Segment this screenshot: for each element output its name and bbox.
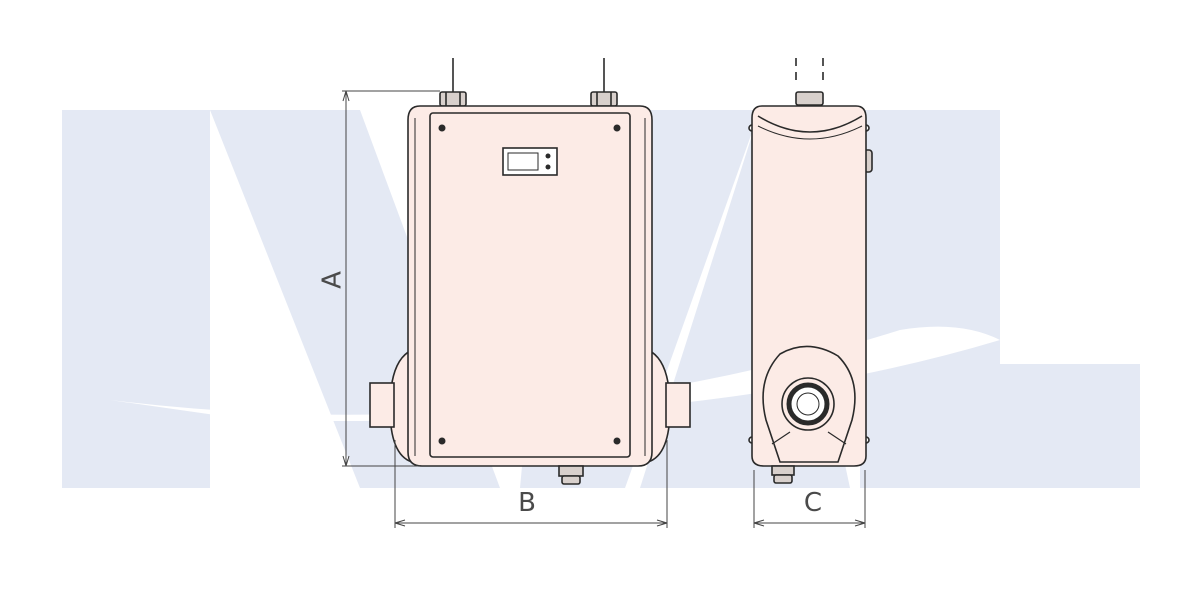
dimension-label-a: A [318, 271, 348, 289]
front-panel [429, 112, 631, 458]
panel-screws [438, 124, 621, 445]
side-port-opening [781, 377, 835, 431]
top-inlet-fitting-right [590, 91, 618, 107]
dimension-label-c: C [804, 488, 822, 518]
left-side-pipe [369, 382, 395, 428]
display-control-panel [502, 147, 558, 176]
right-side-pipe [665, 382, 691, 428]
top-inlet-fitting-left [439, 91, 467, 107]
side-bottom-gland [771, 465, 795, 484]
bottom-cable-gland [558, 465, 584, 485]
water-heater-front-view [369, 58, 691, 485]
water-heater-side-view [748, 58, 873, 484]
side-top-fitting [795, 91, 824, 106]
dimension-label-b: B [518, 488, 536, 518]
dimension-lines [342, 90, 866, 528]
